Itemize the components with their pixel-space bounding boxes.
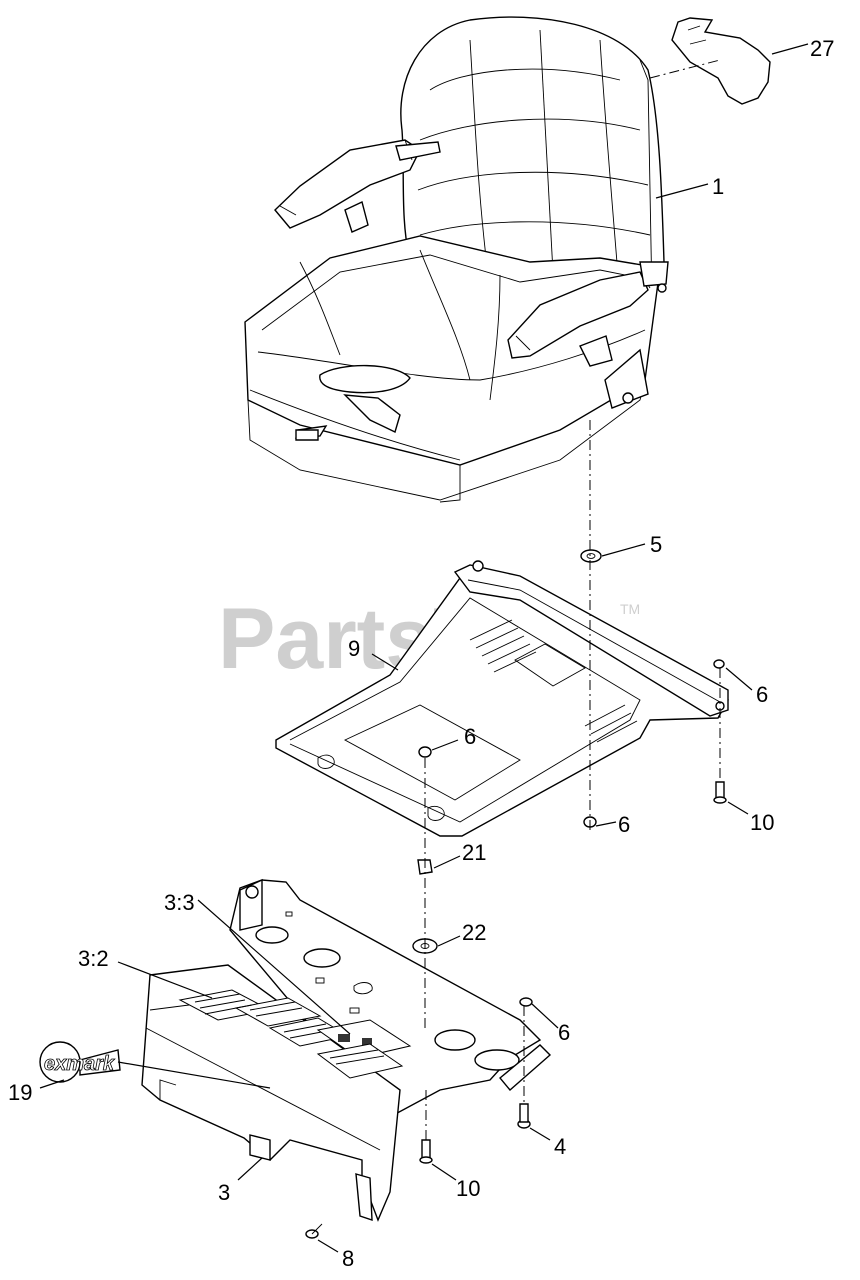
leader-lines xyxy=(39,43,809,1253)
part-5-spacer xyxy=(580,549,602,563)
callout-3-3: 3:3 xyxy=(164,890,195,915)
watermark-trademark: TM xyxy=(620,601,640,617)
callout-3: 3 xyxy=(218,1180,230,1205)
callout-19: 19 xyxy=(8,1080,32,1105)
decal-3-2 xyxy=(178,989,350,1047)
callout-27: 27 xyxy=(810,36,834,61)
callout-21: 21 xyxy=(462,840,486,865)
callout-4: 4 xyxy=(554,1134,566,1159)
callout-10b: 10 xyxy=(456,1176,480,1201)
callout-labels: 27 1 5 9 6 6 10 6 21 3:3 22 3:2 6 19 4 3… xyxy=(8,36,834,1271)
callout-9: 9 xyxy=(348,636,360,661)
decal-3-3 xyxy=(316,1019,412,1079)
part-19-logo: exmark xyxy=(39,1041,121,1083)
callout-22: 22 xyxy=(462,920,486,945)
part-6b-nut xyxy=(713,659,725,669)
callout-10a: 10 xyxy=(750,810,774,835)
logo-text: exmark xyxy=(44,1053,115,1075)
part-9-seat-plate xyxy=(275,560,729,837)
callout-6b: 6 xyxy=(756,682,768,707)
part-6a-nut xyxy=(418,746,432,758)
callout-3-2: 3:2 xyxy=(78,946,109,971)
part-6d-nut xyxy=(519,997,533,1007)
centerline-manual xyxy=(649,59,721,79)
callout-6c: 6 xyxy=(618,812,630,837)
part-27-manual xyxy=(671,17,771,105)
callout-1: 1 xyxy=(712,174,724,199)
callout-5: 5 xyxy=(650,532,662,557)
callout-8: 8 xyxy=(342,1246,354,1271)
part-1-seat xyxy=(244,16,669,503)
part-3-seat-pan xyxy=(141,878,552,1222)
callout-6a: 6 xyxy=(464,724,476,749)
callout-6d: 6 xyxy=(558,1020,570,1045)
plate-slots xyxy=(469,619,638,743)
